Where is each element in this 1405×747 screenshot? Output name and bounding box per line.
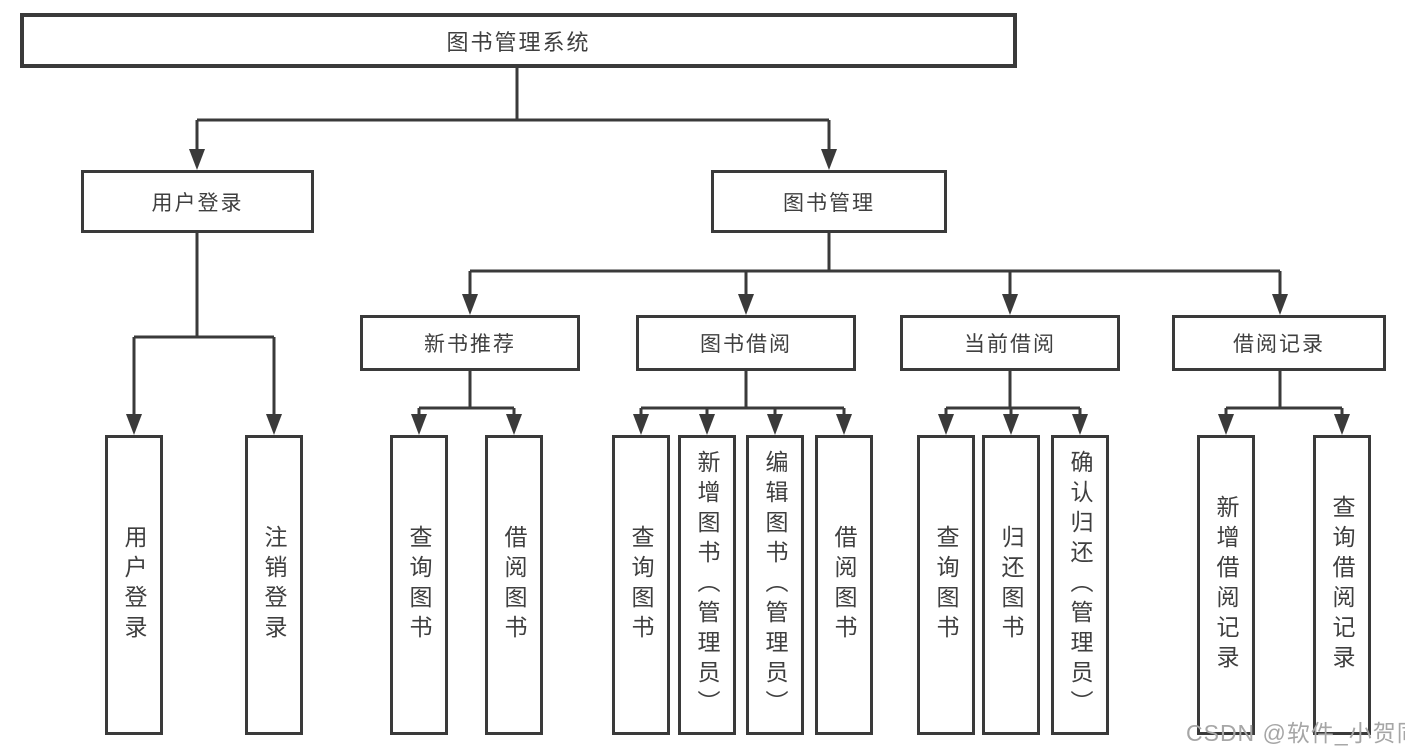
leaf-bb-edit-books-admin: 编辑图书（管理员） xyxy=(746,435,804,735)
leaf-cb-return-books: 归还图书 xyxy=(982,435,1040,735)
leaf-bb-add-books-admin: 新增图书（管理员） xyxy=(678,435,736,735)
leaf-cb-query-books: 查询图书 xyxy=(917,435,975,735)
leaf-br-query-record: 查询借阅记录 xyxy=(1313,435,1371,735)
node-library-management-system: 图书管理系统 xyxy=(20,13,1017,68)
node-borrowing-records: 借阅记录 xyxy=(1172,315,1386,371)
node-new-book-recommendation: 新书推荐 xyxy=(360,315,580,371)
leaf-bb-query-books: 查询图书 xyxy=(612,435,670,735)
leaf-cb-confirm-return-admin: 确认归还（管理员） xyxy=(1051,435,1109,735)
leaf-logout: 注销登录 xyxy=(245,435,303,735)
leaf-rec-borrow-books: 借阅图书 xyxy=(485,435,543,735)
leaf-rec-query-books: 查询图书 xyxy=(390,435,448,735)
leaf-br-add-record: 新增借阅记录 xyxy=(1197,435,1255,735)
node-user-login: 用户登录 xyxy=(81,170,314,233)
arrowheads xyxy=(126,149,1350,435)
csdn-watermark: CSDN @软件_小贺同学 xyxy=(1186,720,1405,746)
node-book-borrowing: 图书借阅 xyxy=(636,315,856,371)
node-current-borrowing: 当前借阅 xyxy=(900,315,1120,371)
node-book-management: 图书管理 xyxy=(711,170,947,233)
leaf-bb-borrow-books: 借阅图书 xyxy=(815,435,873,735)
leaf-user-login: 用户登录 xyxy=(105,435,163,735)
